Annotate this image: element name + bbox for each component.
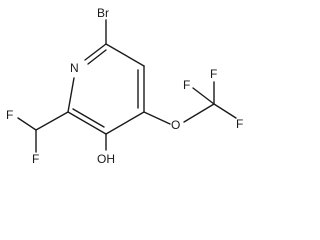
bond-n-c6-double <box>87 49 107 65</box>
atom-label-f-chf2-left: F <box>6 108 13 122</box>
atom-label-f-cf3-top: F <box>210 67 217 81</box>
atom-label-br: Br <box>97 6 109 20</box>
bond-cf3-f-right <box>213 103 237 119</box>
bond-o-cf3 <box>183 103 215 123</box>
atom-label-f-cf3-right: F <box>236 117 243 131</box>
bond-c3-c2-double <box>72 108 105 128</box>
bond-c2-chf2 <box>35 111 69 131</box>
bond-c3-c2 <box>67 111 107 135</box>
atom-label-f-cf3-left: F <box>183 78 190 92</box>
bond-n-c6 <box>84 43 107 61</box>
bond-c4-c3 <box>105 111 145 135</box>
bond-c2-n <box>67 77 75 113</box>
bond-c6-c5 <box>105 43 145 67</box>
bond-cf3-f-left <box>192 87 215 105</box>
bond-chf2-f-left <box>17 117 37 131</box>
atom-label-f-chf2-bottom: F <box>32 152 39 166</box>
atom-label-oh: OH <box>97 152 115 166</box>
bond-c4-o <box>143 111 171 125</box>
molecule-diagram: Br N OH O F F F F F <box>6 6 243 166</box>
atom-label-n: N <box>70 61 79 75</box>
atom-label-o: O <box>171 118 180 132</box>
